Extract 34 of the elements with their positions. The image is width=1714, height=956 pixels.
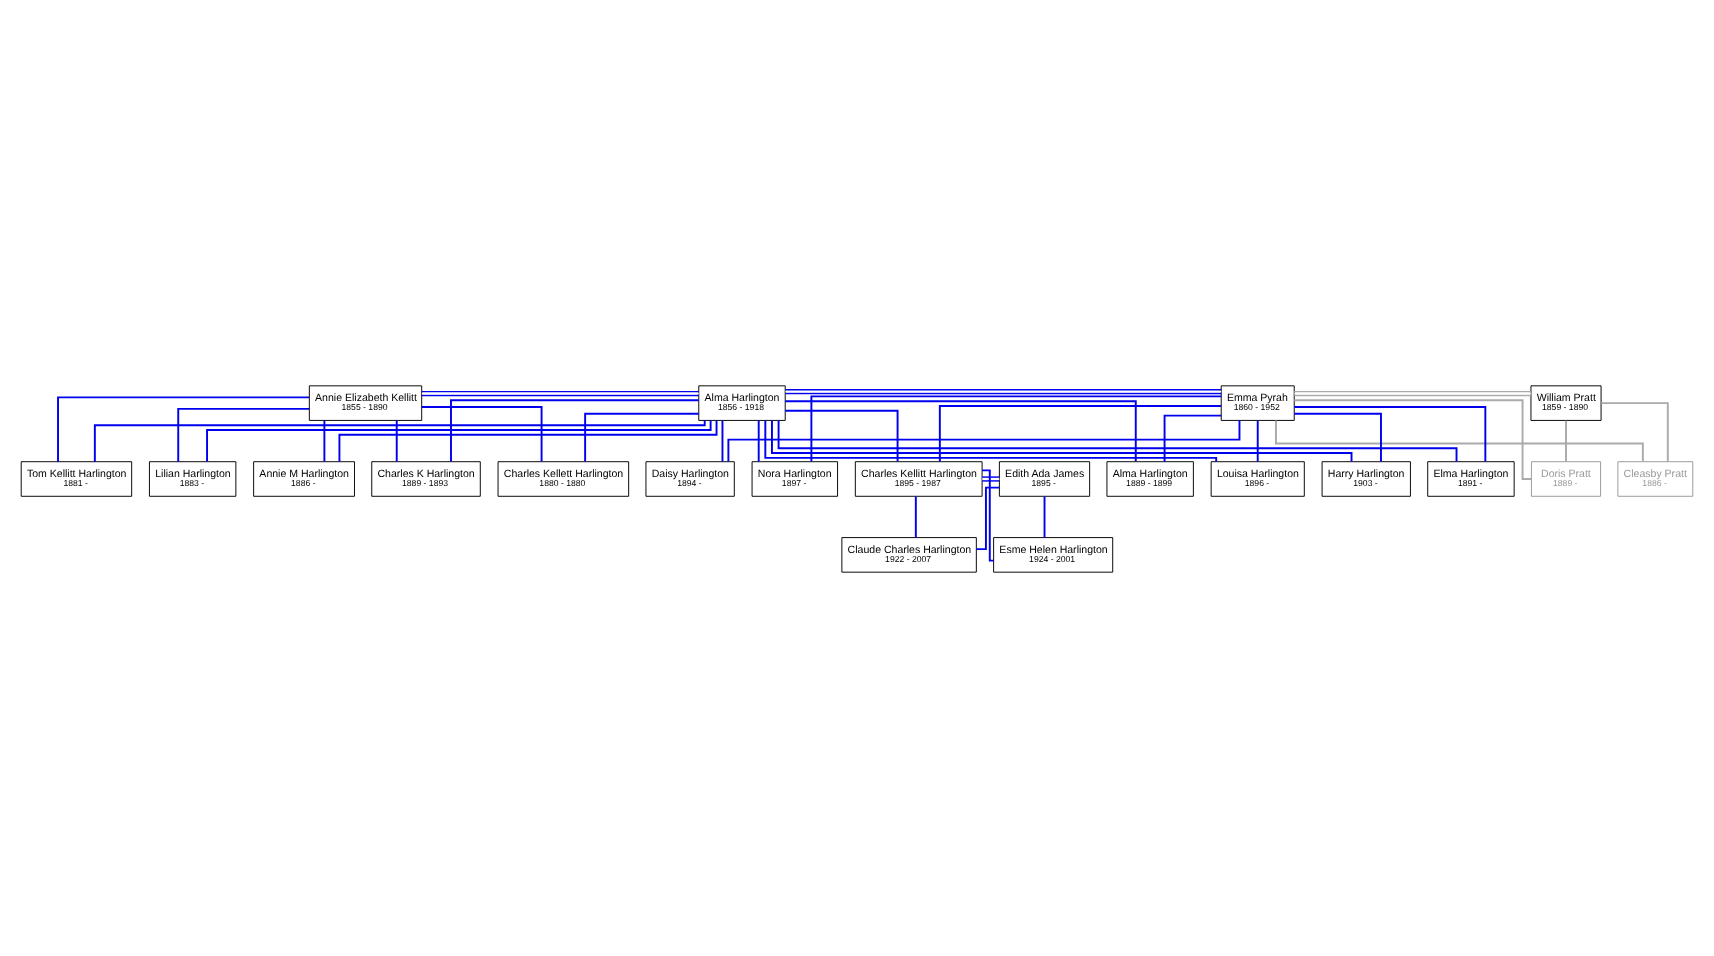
connector [784,399,1137,462]
connector [810,394,1223,462]
connector [1293,389,1532,396]
connector [1043,494,1046,538]
connector [421,389,700,396]
connector [914,494,917,538]
connector [777,418,1458,462]
connector [771,418,1353,462]
connector [206,418,712,462]
connector [1600,401,1669,462]
connector [177,406,311,462]
connector [1565,418,1567,462]
connector [721,418,724,462]
connector [981,475,1001,481]
connector [93,418,706,462]
connector [450,398,700,462]
connector [757,418,760,462]
connector [981,468,995,561]
connector [420,405,543,462]
connector [784,387,1222,394]
connector [1275,418,1644,462]
connector [1293,398,1533,479]
connector [57,395,311,462]
connector [584,411,700,462]
connector [938,404,1222,462]
connector [338,418,718,462]
connector [323,418,326,462]
connector [1256,418,1259,462]
connector [1293,405,1487,462]
connector [975,485,1001,550]
connector [1163,413,1223,462]
connector [395,418,398,462]
connector [784,408,899,462]
connector [1293,411,1382,462]
